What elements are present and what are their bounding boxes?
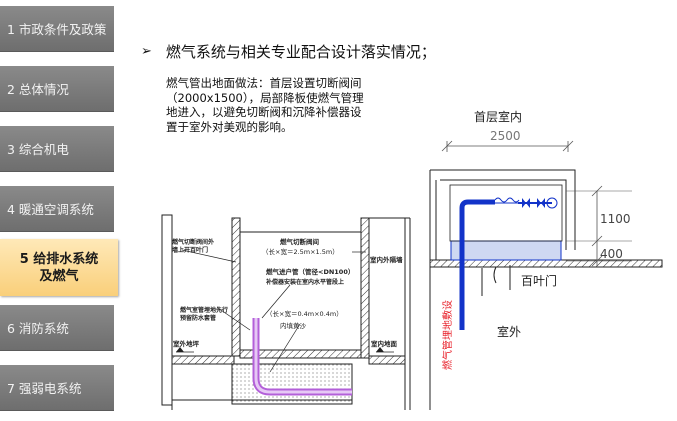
door-symbol-icon [493, 266, 497, 284]
label-trench-size: （长×宽＝0.4m×0.4m） [266, 309, 343, 318]
label-riser-note: 补偿器安装在室内水平管段上 [265, 278, 344, 286]
label-indoor-wall: 室内外隔墙 [370, 255, 403, 264]
page-title: ➢ 燃气系统与相关专业配合设计落实情况； [141, 41, 436, 62]
nav-item-label: 6 消防系统 [7, 321, 69, 336]
label-outdoor: 室外 [497, 324, 521, 339]
page-title-text: 燃气系统与相关专业配合设计落实情况； [165, 43, 436, 61]
valve-icon [522, 198, 530, 208]
label-indoor-ground: 室内地面 [371, 339, 398, 348]
gas-riser-section-drawing: 燃气切断阀间 （长×宽＝2.5m×1.5m） 燃气切断阀间外墙上开百叶门 燃气进… [161, 214, 411, 410]
indoor-slab [368, 355, 406, 365]
sand-trench [231, 363, 353, 405]
nav-item-label: 4 暖通空调系统 [7, 202, 94, 217]
label-buried-gas-pipe: 燃气管埋地敷设 [441, 300, 454, 370]
label-sand-fill: 内填黄沙 [280, 321, 307, 330]
dim-height-2-label: 400 [600, 247, 623, 261]
nav-item-label: 及燃气 [39, 268, 79, 284]
outdoor-slab [171, 355, 235, 365]
label-wall-door: 燃气切断阀间外墙上开百叶门 [172, 238, 214, 254]
label-pipe-trench: 燃气室管埋地先行预留防水套管 [180, 306, 228, 322]
label-louver-door: 百叶门 [521, 273, 557, 288]
label-first-floor: 首层室内 [474, 109, 522, 124]
nav-item-hvac[interactable]: 4 暖通空调系统 [0, 186, 114, 232]
description-line: 地进入，以避免切断阀和沉降补偿器设 [166, 105, 362, 119]
valve-room-plan-drawing: 2500 1100 400 首层室内 百叶门 室外 燃气管埋地敷设 [429, 109, 663, 410]
nav-item-label: 5 给排水系统 [19, 251, 99, 267]
nav-item-plumbing-gas[interactable]: 5 给排水系统 及燃气 [0, 239, 118, 296]
compensator-icon [494, 197, 520, 203]
label-valve-room: 燃气切断阀间 [280, 237, 320, 246]
description: 燃气管出地面做法：首层设置切断阀间 （2000x1500），局部降板使燃气管理 … [166, 76, 401, 134]
wall-outer [231, 217, 241, 357]
gas-pipe [459, 199, 495, 330]
nav-item-municipal[interactable]: 1 市政条件及政策 [0, 6, 114, 52]
nav-item-label: 3 综合机电 [7, 142, 69, 157]
nav-item-label: 1 市政条件及政策 [7, 22, 107, 37]
nav-item-overview[interactable]: 2 总体情况 [0, 66, 114, 112]
nav-item-label: 7 强弱电系统 [7, 381, 82, 396]
label-outdoor-ground: 室外地坪 [173, 339, 200, 348]
nav-item-fire[interactable]: 6 消防系统 [0, 305, 114, 351]
description-line: （2000x1500），局部降板使燃气管理 [166, 90, 364, 105]
nav-item-label: 2 总体情况 [7, 82, 69, 97]
nav-item-electrical[interactable]: 7 强弱电系统 [0, 365, 114, 411]
label-riser: 燃气进户管（管径<DN100） [266, 267, 354, 276]
recessed-slab [239, 349, 362, 359]
recessed-pit [450, 240, 562, 261]
dim-width-label: 2500 [490, 129, 521, 143]
wall-inner [360, 217, 370, 359]
bullet-arrow-icon: ➢ [141, 44, 152, 59]
wall-left [161, 214, 173, 406]
nav-item-mep[interactable]: 3 综合机电 [0, 126, 114, 172]
dim-height-1-label: 1100 [600, 212, 631, 226]
label-valve-room-size: （长×宽＝2.5m×1.5m） [262, 247, 339, 256]
description-line: 置于室外对美观的影响。 [166, 119, 293, 134]
description-line: 燃气管出地面做法：首层设置切断阀间 [166, 76, 362, 90]
sidebar-nav: 1 市政条件及政策 2 总体情况 3 综合机电 4 暖通空调系统 5 给排水系统… [0, 0, 118, 421]
